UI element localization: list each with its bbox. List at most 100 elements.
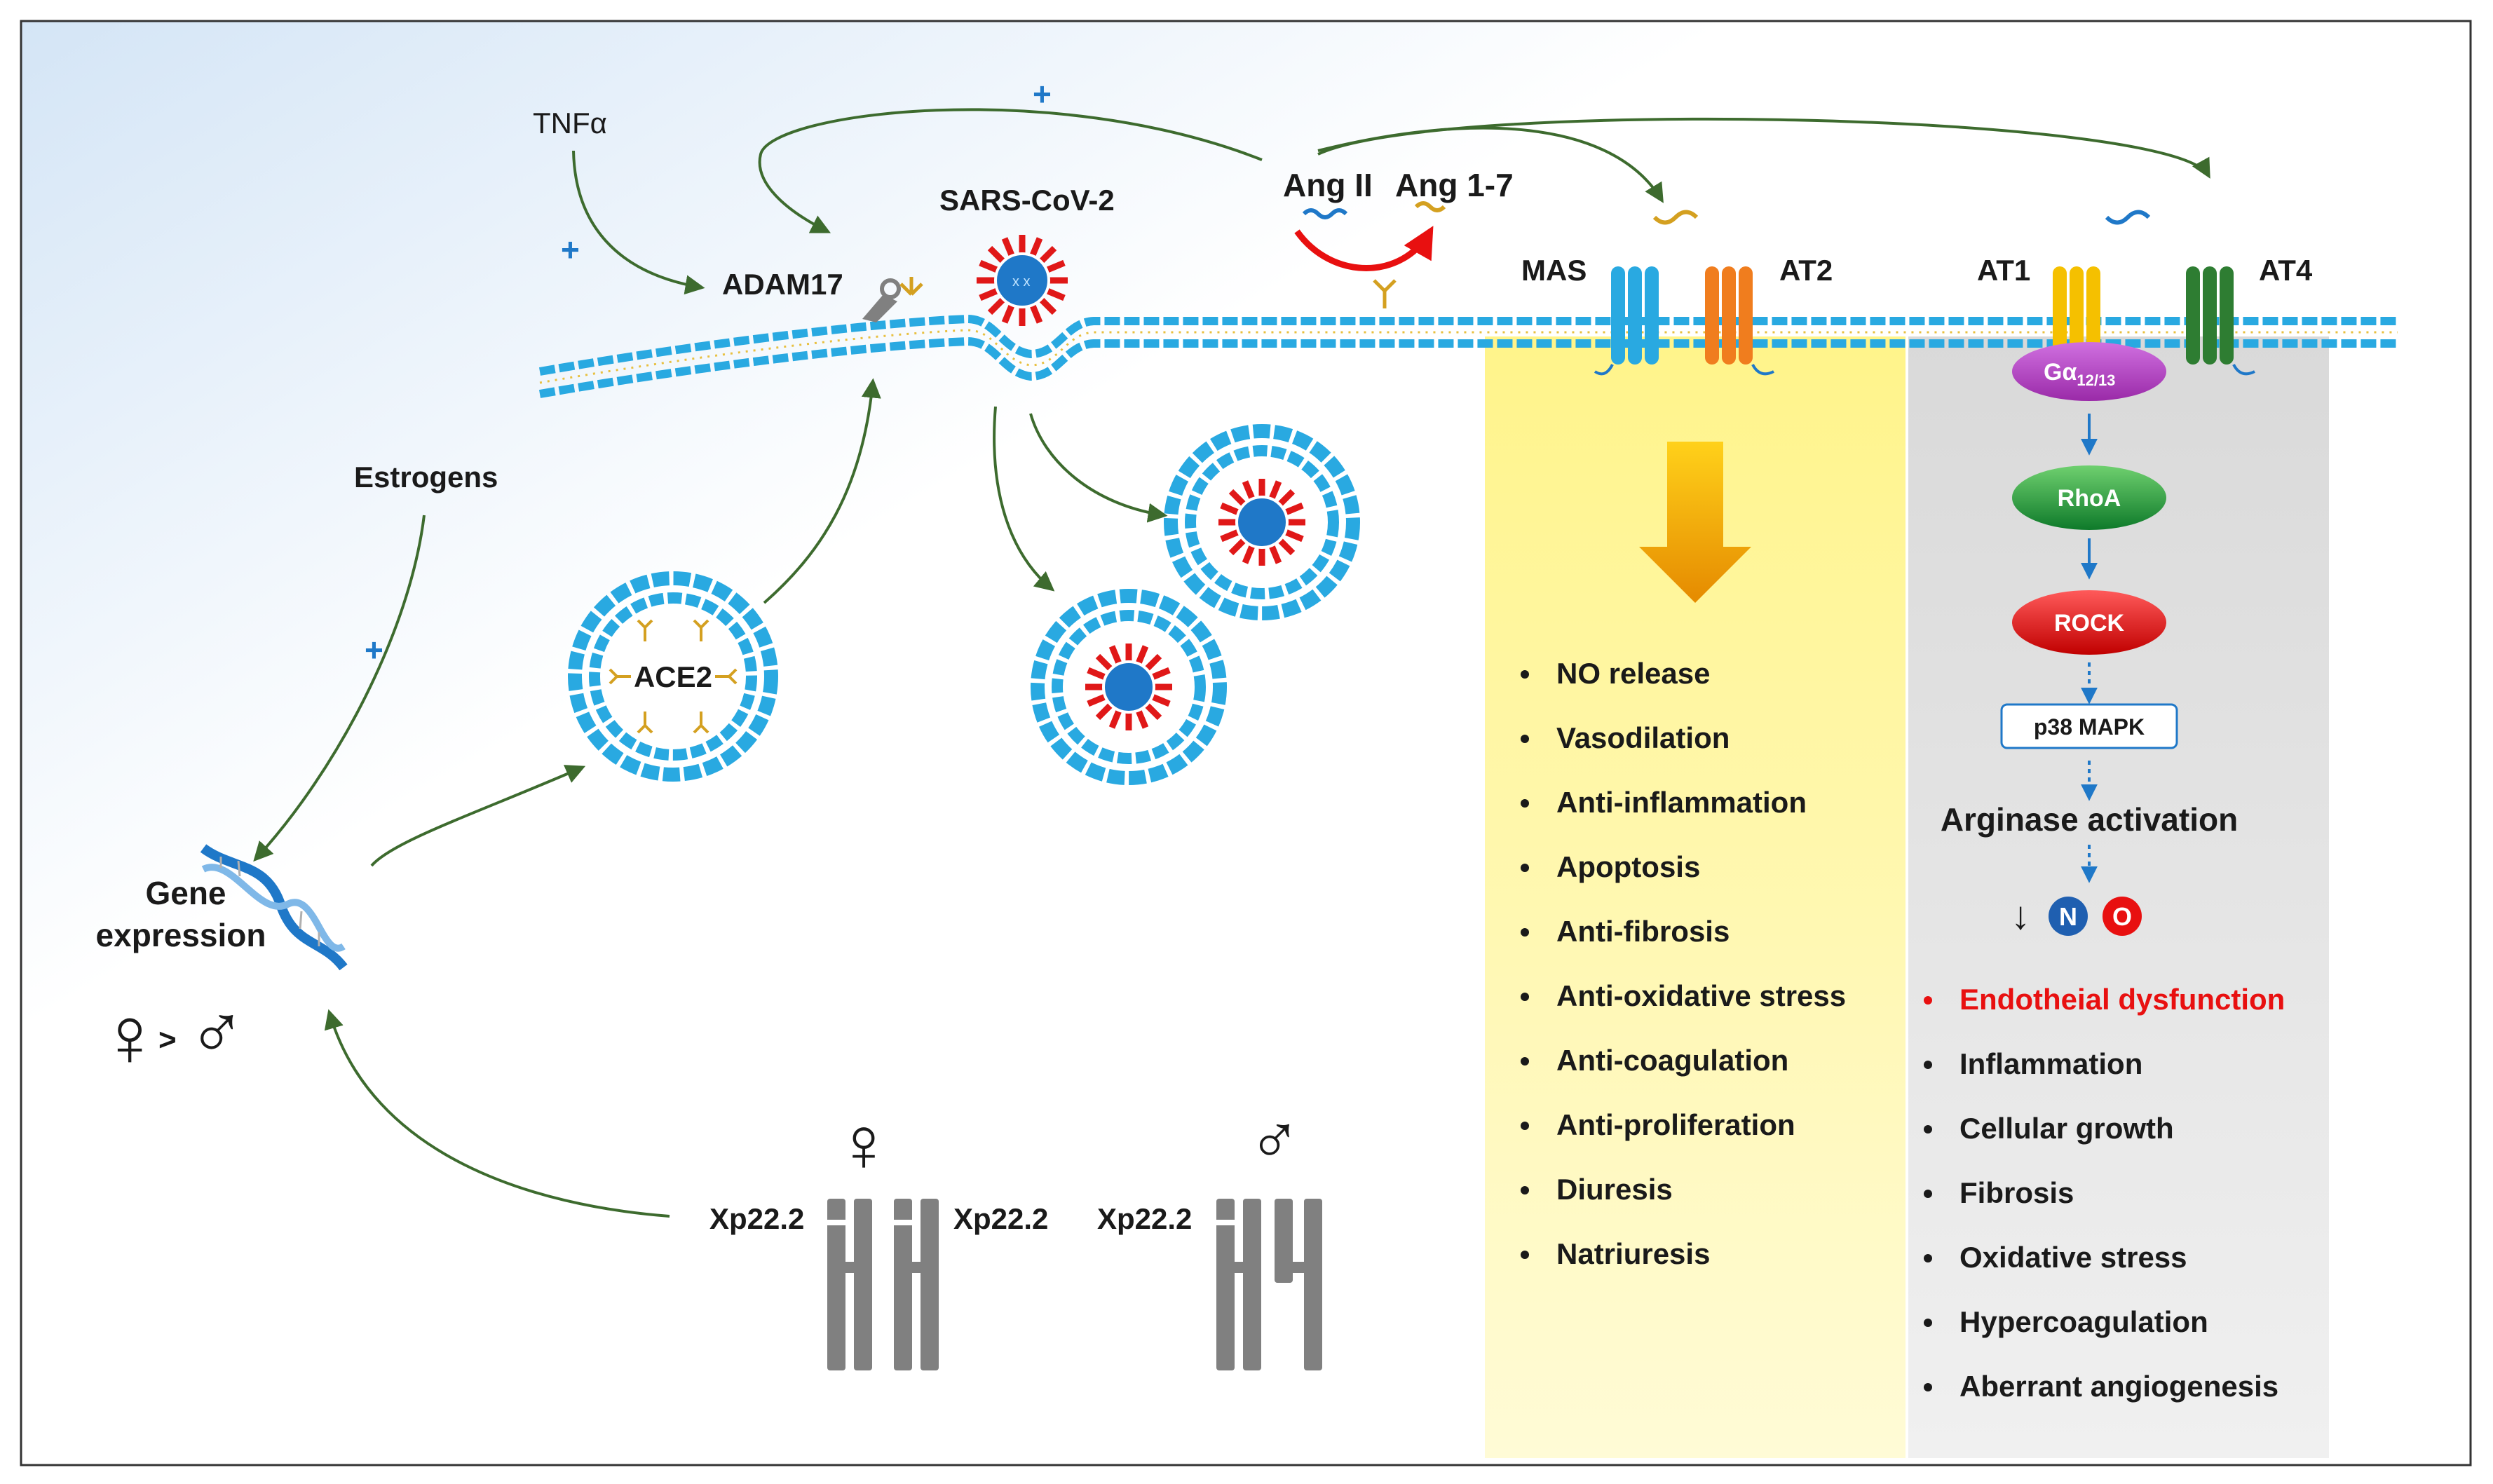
decrease-arrow: ↓ xyxy=(2011,893,2030,937)
ace2-vesicle-icon xyxy=(568,571,778,782)
ace2-label: ACE2 xyxy=(634,660,712,693)
g-alpha-node xyxy=(2012,342,2166,401)
male-chromosome-symbol: ♂ xyxy=(1249,1101,1301,1179)
bullet-dot xyxy=(1521,799,1529,808)
effect-item: Inflammation xyxy=(1959,1047,2142,1080)
tnf-label: TNFα xyxy=(533,107,607,139)
female-x-chromosomes xyxy=(827,1199,939,1370)
gene-to-ace2-arrow xyxy=(370,765,586,867)
bullet-dot xyxy=(1924,1254,1932,1262)
effect-item: Anti-fibrosis xyxy=(1556,915,1730,948)
protective-effects-list: NO releaseVasodilationAnti-inflammationA… xyxy=(1521,657,1846,1270)
effect-item: Apoptosis xyxy=(1556,850,1700,883)
mas-label: MAS xyxy=(1521,254,1587,287)
plus-estrogens: + xyxy=(365,632,383,668)
p38-mapk-box xyxy=(2000,703,2178,749)
effect-item: Aberrant angiogenesis xyxy=(1959,1370,2278,1403)
angii-to-at1-arrow xyxy=(1317,117,2210,179)
bullet-dot xyxy=(1521,1057,1529,1066)
effect-item: Diuresis xyxy=(1556,1173,1673,1206)
rhoa-node xyxy=(2012,465,2166,530)
xp-left-label: Xp22.2 xyxy=(709,1202,804,1235)
at2-receptor-icon xyxy=(1705,266,1774,376)
male-xy-chromosomes xyxy=(1216,1199,1322,1370)
at2-label: AT2 xyxy=(1779,254,1833,287)
effect-item: Anti-inflammation xyxy=(1556,786,1807,819)
effect-item: Vasodilation xyxy=(1556,721,1730,754)
estrogens-arrow xyxy=(253,515,426,862)
tnf-arrow xyxy=(572,150,705,295)
endosome-virus-2-icon xyxy=(1031,589,1227,785)
bullet-dot xyxy=(1521,993,1529,1001)
ace2-to-membrane-arrow xyxy=(763,378,881,604)
effect-item: Oxidative stress xyxy=(1959,1241,2187,1274)
estrogens-label: Estrogens xyxy=(354,461,498,493)
endosome-virus-1-icon xyxy=(1164,424,1360,620)
plus-tnf: + xyxy=(561,231,580,268)
female-symbol-icon: ♀ xyxy=(98,990,161,1084)
at1-label: AT1 xyxy=(1977,254,2030,287)
bullet-dot xyxy=(1521,1122,1529,1130)
female-chromosome-symbol: ♀ xyxy=(835,1101,893,1187)
harmful-effects-list: Endotheial dysfunctionInflammationCellul… xyxy=(1924,983,2285,1403)
ang-1-7-label: Ang 1-7 xyxy=(1395,167,1514,203)
xp-mid-label: Xp22.2 xyxy=(953,1202,1048,1235)
sars-cov2-label: SARS-CoV-2 xyxy=(939,184,1115,217)
svg-text:x x: x x xyxy=(1012,274,1031,290)
ang-ii-peptide xyxy=(1302,208,1348,219)
endocytosis-arrow-2 xyxy=(993,406,1055,592)
virus-on-membrane-icon: x x xyxy=(977,235,1068,326)
plus-top: + xyxy=(1033,76,1052,112)
gene-label-line2: expression xyxy=(96,917,266,953)
dna-helix-icon xyxy=(200,844,348,971)
effect-item: Anti-oxidative stress xyxy=(1556,979,1846,1012)
effect-item: Hypercoagulation xyxy=(1959,1305,2208,1338)
adam17-enzyme-icon xyxy=(862,277,923,322)
oxygen-letter: O xyxy=(2112,902,2132,931)
at4-label: AT4 xyxy=(2259,254,2313,287)
bullet-dot xyxy=(1924,1190,1932,1198)
endocytosis-arrow-1 xyxy=(1029,413,1168,523)
p38-mapk-label: p38 MAPK xyxy=(2034,714,2145,740)
bullet-dot xyxy=(1924,1319,1932,1327)
ang-1-7-peptide xyxy=(1414,201,1446,212)
rock-label: ROCK xyxy=(2054,610,2125,637)
chromosome-to-gene-arrow xyxy=(324,1009,670,1218)
bullet-dot xyxy=(1924,1383,1932,1391)
ang-ii-bound-peptide xyxy=(2105,210,2151,225)
adam17-label: ADAM17 xyxy=(722,268,843,301)
bullet-dot xyxy=(1521,1186,1529,1194)
bullet-dot xyxy=(1521,928,1529,937)
oxygen-atom-icon xyxy=(2103,897,2142,936)
effect-item: Endotheial dysfunction xyxy=(1959,983,2285,1016)
bullet-dot xyxy=(1521,1251,1529,1259)
rock-node xyxy=(2012,590,2166,655)
cell-membrane xyxy=(538,314,2398,398)
arginase-activation-label: Arginase activation xyxy=(1941,801,2238,838)
bullet-dot xyxy=(1521,864,1529,872)
effect-item: Cellular growth xyxy=(1959,1112,2174,1145)
greater-than-sign: > xyxy=(158,1023,177,1057)
ang-ii-label: Ang II xyxy=(1283,167,1373,203)
membrane-ace2-icon xyxy=(1373,279,1397,308)
protective-effects-arrow xyxy=(1639,442,1751,603)
rhoa-label: RhoA xyxy=(2058,485,2121,512)
effect-item: Natriuresis xyxy=(1556,1237,1710,1270)
nitrogen-atom-icon xyxy=(2049,897,2088,936)
bullet-dot xyxy=(1924,996,1932,1005)
bullet-dot xyxy=(1521,735,1529,743)
bullet-dot xyxy=(1521,670,1529,679)
ang-1-7-bound-peptide xyxy=(1652,210,1699,225)
bullet-dot xyxy=(1924,1061,1932,1069)
gene-label-line1: Gene xyxy=(145,875,226,911)
effect-item: Anti-proliferation xyxy=(1556,1108,1795,1141)
xp-male-label: Xp22.2 xyxy=(1097,1202,1192,1235)
effect-item: Fibrosis xyxy=(1959,1176,2074,1209)
effect-item: Anti-coagulation xyxy=(1556,1044,1788,1077)
mas-receptor-icon xyxy=(1594,266,1659,376)
g-alpha-label: Gα12/13 xyxy=(2044,359,2115,389)
at1-receptor-icon xyxy=(2053,266,2100,365)
male-symbol-icon: ♂ xyxy=(188,989,246,1075)
